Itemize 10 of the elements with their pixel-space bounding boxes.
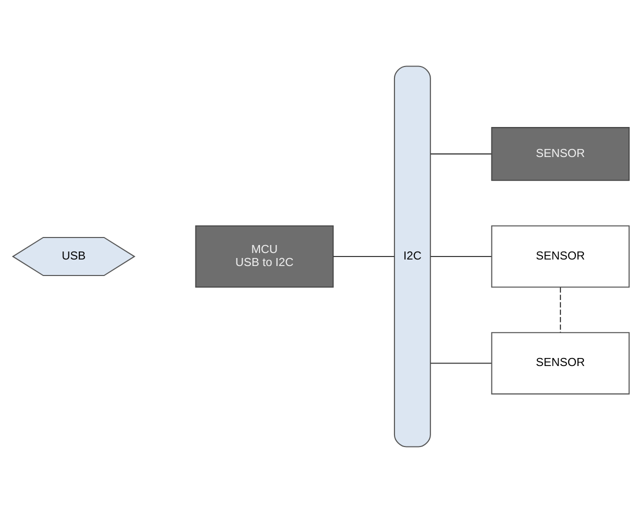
connector <box>333 255 394 257</box>
node-box: I2C <box>394 65 431 447</box>
connector <box>430 255 492 257</box>
connector <box>560 286 561 332</box>
node-box: SENSOR <box>491 126 630 180</box>
node-box: MCU USB to I2C <box>195 224 334 288</box>
node-box: SENSOR <box>491 332 630 394</box>
connector <box>430 362 492 364</box>
node-box: SENSOR <box>491 224 630 288</box>
connector <box>430 152 492 154</box>
